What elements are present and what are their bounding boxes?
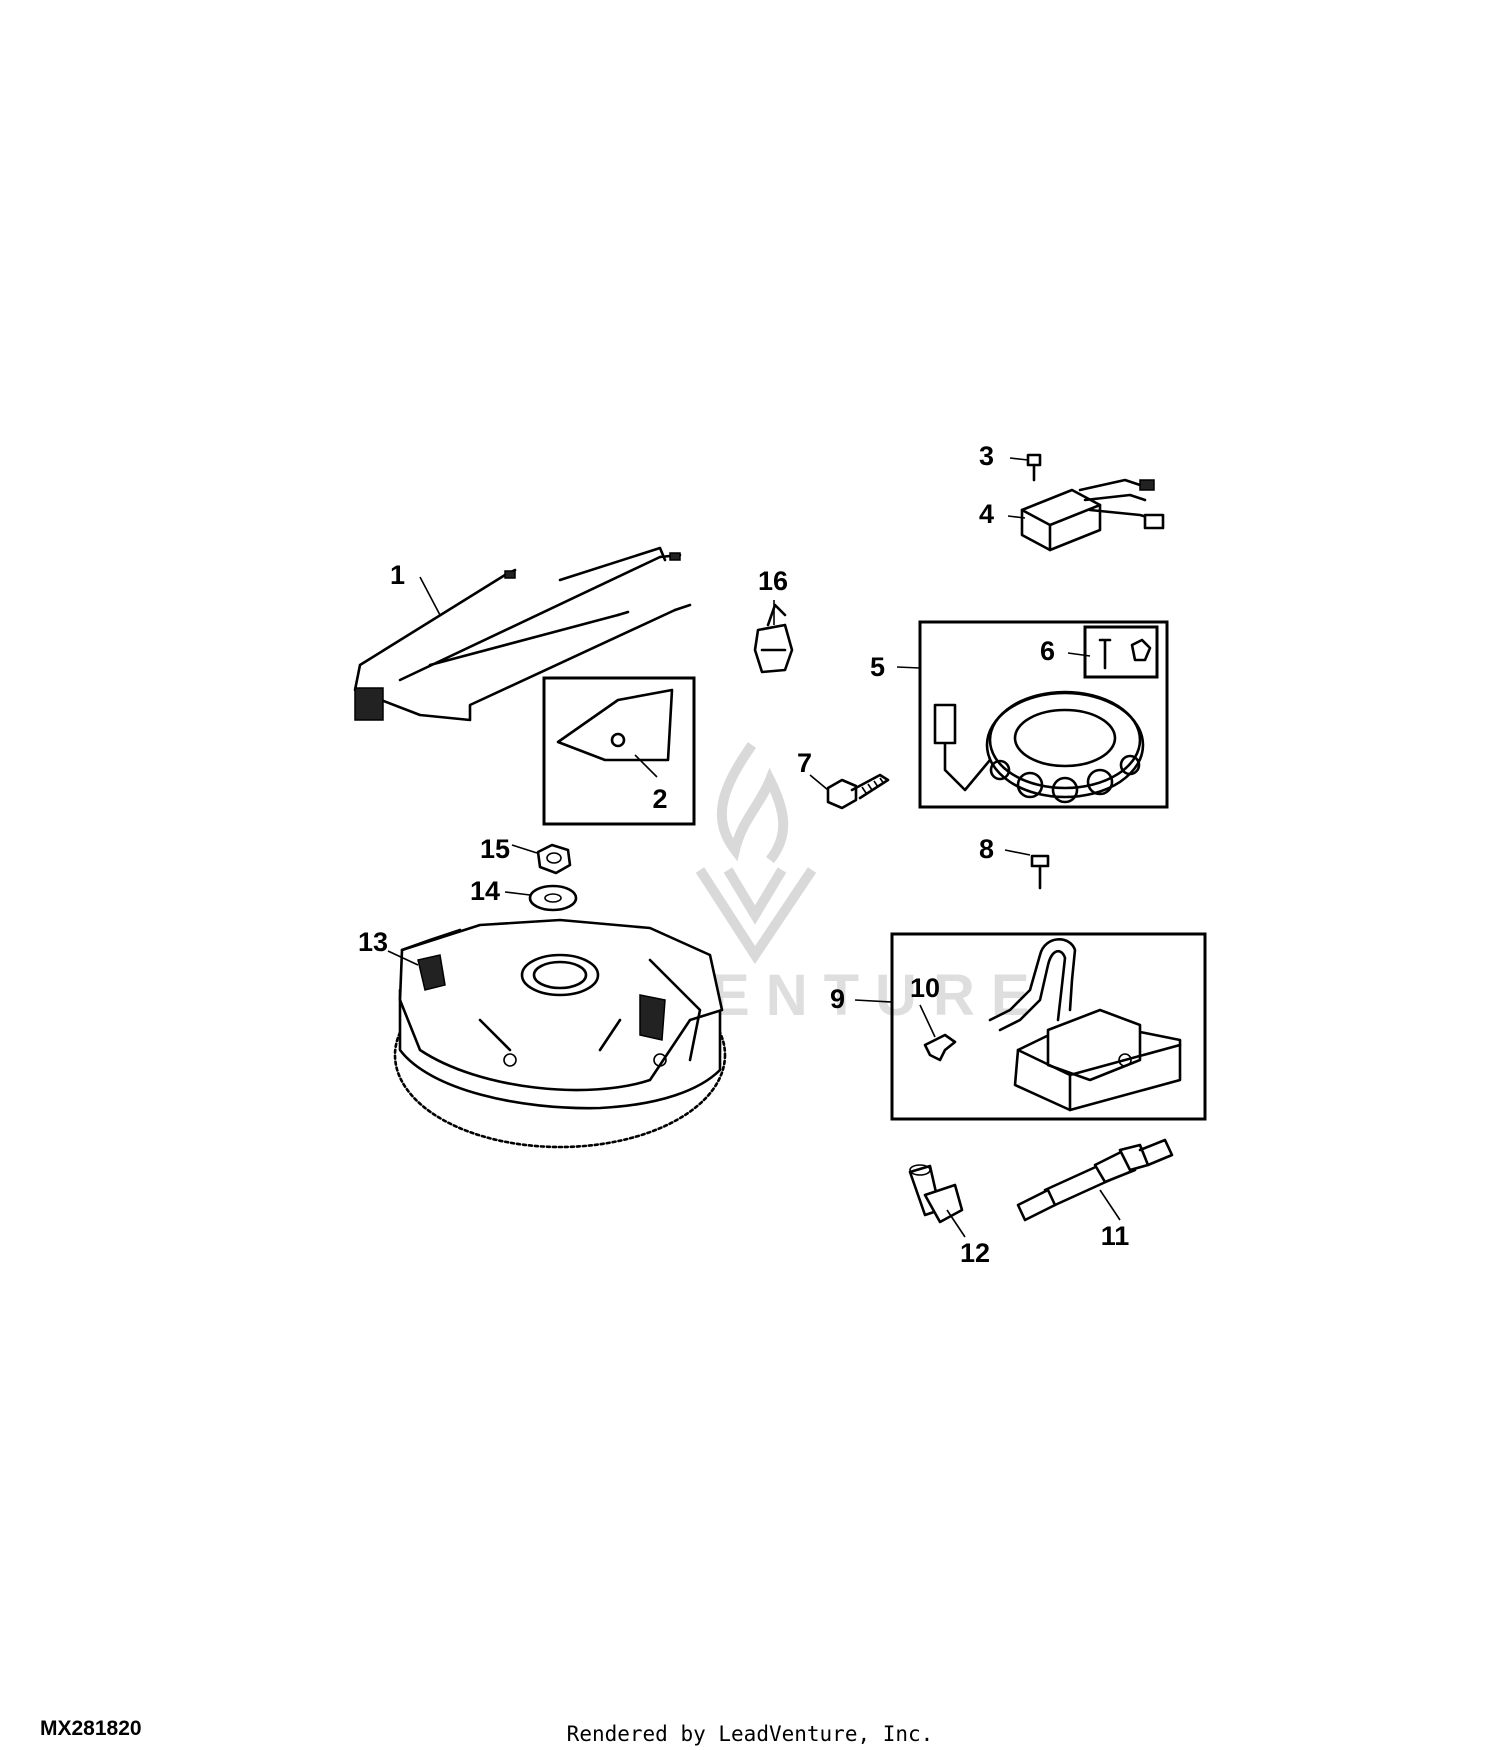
callout-labels: 1 2 3 4 5 6 7 8 9 10 11 12 13 14 15 16 <box>358 441 1129 1268</box>
callout-15: 15 <box>480 834 510 864</box>
flywheel-part <box>393 918 727 1149</box>
hardware-box-6 <box>1083 625 1159 679</box>
stator-box <box>918 620 1169 809</box>
callout-14: 14 <box>470 876 500 906</box>
bolt-part-8 <box>1030 854 1050 890</box>
screw-part-3 <box>1026 453 1042 482</box>
ignition-clip-part-10 <box>923 1033 957 1062</box>
callout-4: 4 <box>979 499 994 529</box>
callout-7: 7 <box>797 748 812 778</box>
callout-16: 16 <box>758 566 788 596</box>
wiring-harness-part <box>353 546 692 722</box>
callout-1: 1 <box>390 560 405 590</box>
diagram-code: MX281820 <box>40 1717 142 1740</box>
callout-9: 9 <box>830 984 845 1014</box>
callout-13: 13 <box>358 927 388 957</box>
clamp-part <box>753 603 794 674</box>
callout-2: 2 <box>652 784 667 814</box>
callout-12: 12 <box>960 1238 990 1268</box>
ignition-module-box <box>890 932 1207 1121</box>
regulator-part <box>1020 478 1165 552</box>
callout-3: 3 <box>979 441 994 471</box>
bolt-part-7 <box>826 773 890 810</box>
gasket-part <box>556 688 674 762</box>
washer-part <box>528 884 578 912</box>
callout-10: 10 <box>910 973 940 1003</box>
callout-11: 11 <box>1101 1221 1130 1251</box>
callout-6: 6 <box>1040 636 1055 666</box>
leader-lines <box>387 457 1121 1238</box>
callout-5: 5 <box>870 652 885 682</box>
nut-part <box>536 843 572 875</box>
spark-plug-boot-part <box>908 1164 964 1224</box>
spark-plug-part <box>1016 1138 1174 1222</box>
hardware-part-6 <box>1098 638 1152 670</box>
ignition-module-part <box>988 938 1182 1112</box>
callout-8: 8 <box>979 834 994 864</box>
stator-part <box>933 690 1145 804</box>
gasket-box <box>542 676 696 826</box>
render-credit: Rendered by LeadVenture, Inc. <box>566 1722 934 1746</box>
